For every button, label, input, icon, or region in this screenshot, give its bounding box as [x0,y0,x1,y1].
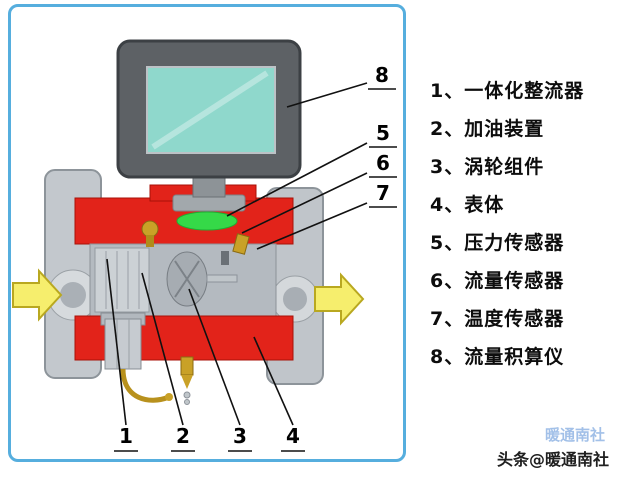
legend-item-1: 1、一体化整流器 [430,80,585,102]
callout-numbers: 8 5 6 7 1 2 3 4 [114,63,397,452]
oil-device [141,220,159,247]
legend-item-5: 5、压力传感器 [430,232,565,254]
legend-item-7: 7、温度传感器 [430,308,565,330]
flow-arrow-right [314,272,365,326]
flowmeter-diagram-panel: 8 5 6 7 1 2 3 4 [8,4,406,462]
leader-line-1 [106,258,127,426]
watermark-ghost: 暖通南社 [545,426,606,444]
legend-item-2: 2、加油装置 [430,118,545,140]
leader-line-2 [141,272,184,426]
callout-6: 6 [376,151,390,175]
callout-5: 5 [376,121,390,145]
callout-8: 8 [375,63,389,87]
leader-line-6 [241,172,368,234]
callout-3: 3 [233,424,247,448]
display-stem [192,176,226,198]
green-seal-part [176,211,238,231]
display-screen [146,66,276,154]
callout-4: 4 [286,424,300,448]
flow-totalizer-display [116,39,302,212]
flowmeter-illustration: 8 5 6 7 1 2 3 4 [12,39,397,452]
flow-rectifier [94,247,150,313]
leader-line-8 [286,82,368,108]
turbine-assembly [166,251,238,307]
leader-line-7 [256,202,368,250]
flow-arrow-left [12,268,63,322]
leader-line-3 [188,288,241,426]
brass-tube [120,368,173,403]
legend-item-8: 8、流量积算仪 [430,346,565,368]
legend-item-4: 4、表体 [430,194,505,216]
pressure-tap-hex-fitting [100,312,146,370]
leader-lines [106,82,368,426]
leader-line-4 [253,336,294,426]
leader-line-5 [226,142,368,217]
legend-item-3: 3、涡轮组件 [430,156,545,178]
callout-1: 1 [119,424,133,448]
temperature-probe-valve [180,356,194,405]
legend: 1、一体化整流器 2、加油装置 3、涡轮组件 4、表体 5、压力传感器 6、流量… [430,72,640,376]
legend-item-6: 6、流量传感器 [430,270,565,292]
sensor-plug [221,233,250,265]
callout-7: 7 [376,181,390,205]
watermark-text: 头条@暖通南社 [497,450,610,469]
callout-2: 2 [176,424,190,448]
